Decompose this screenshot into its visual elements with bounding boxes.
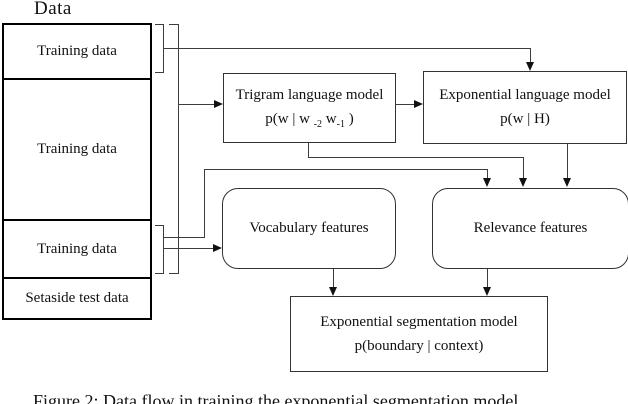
connector-trigram-down-v2	[523, 157, 524, 179]
arrowhead-explm-into-relevance	[563, 178, 571, 187]
connector-trigram-down-v1	[308, 141, 309, 157]
formula-part: p(w | w	[265, 110, 314, 127]
data-cell-setaside-test: Setaside test data	[4, 279, 150, 318]
connector-train1-to-explm-v	[530, 48, 531, 63]
data-cell-training-1: Training data	[4, 25, 150, 80]
bracket-training-3	[155, 225, 164, 274]
node-relevance-features: Relevance features	[432, 188, 628, 269]
data-cell-training-2: Training data	[4, 80, 150, 221]
arrowhead-into-explm-left	[414, 100, 423, 108]
data-cell-label: Training data	[37, 240, 117, 257]
connector-training-to-trigram	[178, 104, 215, 105]
node-exponential-segmentation-model: Exponential segmentation model p(boundar…	[290, 296, 548, 372]
formula-subscript: -2	[313, 118, 323, 130]
connector-explm-down	[567, 142, 568, 179]
node-title: Relevance features	[473, 220, 588, 236]
node-title: Trigram language model	[235, 86, 384, 103]
bracket-all-training	[169, 24, 179, 274]
formula-part: w	[322, 110, 337, 127]
node-exponential-language-model: Exponential language model p(w | H)	[423, 71, 627, 144]
connector-vocab-down	[333, 267, 334, 288]
arrowhead-train3-into-relevance	[483, 178, 491, 187]
node-trigram-language-model: Trigram language model p(w | w -2 w-1 )	[223, 73, 396, 143]
node-vocabulary-features: Vocabulary features	[222, 188, 396, 269]
formula-part: )	[344, 110, 354, 127]
data-cell-label: Training data	[37, 141, 117, 157]
node-title: Vocabulary features	[249, 220, 369, 236]
connector-train3-out-h	[163, 237, 205, 238]
arrowhead-trigram-into-relevance	[519, 178, 527, 187]
arrowhead-into-trigram-left	[214, 100, 223, 108]
data-cell-label: Setaside test data	[25, 290, 129, 306]
node-title: Exponential language model	[439, 87, 611, 103]
connector-trigram-down-h	[308, 157, 524, 158]
data-column: Training data Training data Training dat…	[2, 23, 152, 320]
node-title: Exponential segmentation model	[320, 313, 518, 330]
data-cell-training-3: Training data	[4, 221, 150, 279]
figure-caption: Figure 2: Data flow in training the expo…	[33, 391, 519, 404]
node-formula: p(w | H)	[500, 111, 550, 127]
connector-train3-down	[487, 169, 488, 179]
data-column-title: Data	[34, 0, 72, 19]
data-cell-label: Training data	[37, 43, 117, 59]
node-formula: p(boundary | context)	[354, 337, 484, 354]
arrowhead-into-explm-top	[526, 62, 534, 71]
connector-train1-to-explm-h	[163, 48, 531, 49]
connector-relevance-down	[487, 267, 488, 288]
connector-train3-up	[204, 169, 205, 238]
connector-train3-over-h	[204, 169, 488, 170]
connector-trigram-to-explm	[394, 104, 415, 105]
node-formula: p(w | w -2 w-1 )	[265, 111, 353, 130]
arrowhead-into-vocab-left	[213, 244, 222, 252]
arrowhead-vocab-into-seg	[329, 287, 337, 296]
arrowhead-relevance-into-seg	[483, 287, 491, 296]
formula-subscript: -1	[336, 118, 345, 130]
connector-train3-to-vocab	[163, 248, 214, 249]
